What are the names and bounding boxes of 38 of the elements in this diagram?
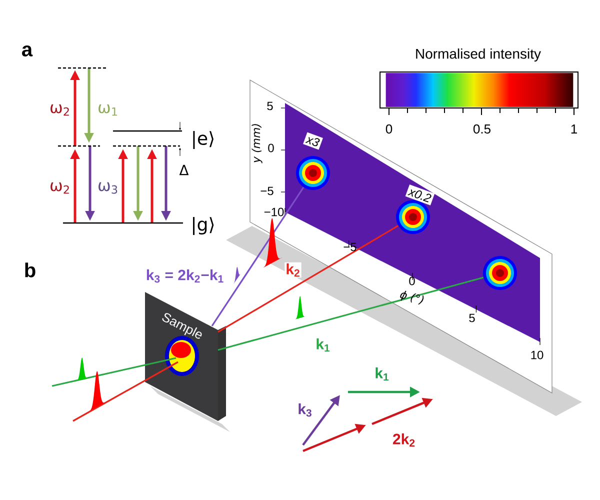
colorbar-title: Normalised intensity <box>416 48 541 62</box>
light-beam <box>218 276 484 351</box>
frequency-label: ω$_{3}$ <box>98 182 118 194</box>
tick-label: −5 <box>260 186 274 196</box>
light-beam <box>52 357 176 387</box>
panel-letter: a <box>22 46 33 56</box>
tick-label: 1 <box>571 124 577 134</box>
tick-label: −5 <box>344 242 356 252</box>
tick-label: 5 <box>469 314 475 322</box>
axis-label: y (mm) <box>252 124 262 164</box>
light-beam <box>211 186 304 326</box>
panel-letter: b <box>25 262 36 278</box>
frequency-label: ω$_{1}$ <box>98 104 117 116</box>
axis-label: ϕ (°) <box>400 290 424 304</box>
signal-spot <box>483 256 517 290</box>
state-label: |g⟩ <box>193 217 214 235</box>
detuning-label: Δ <box>179 164 189 176</box>
tick-label: 10 <box>531 350 544 360</box>
beam-label: k$_{3}$ = 2k$_{2}$−k$_{1}$ <box>146 269 224 283</box>
scale-label: x0.2 <box>405 184 435 206</box>
tick-label: 0.5 <box>473 124 490 134</box>
state-label: |e⟩ <box>193 131 214 149</box>
signal-spot <box>296 156 330 190</box>
beam-label: k$_{2}$ <box>286 263 300 277</box>
frequency-label: ω$_{2}$ <box>50 182 69 194</box>
beam-label: k$_{1}$ <box>316 338 330 352</box>
frequency-label: ω$_{2}$ <box>50 104 69 116</box>
vector-label: k$_{3}$ <box>298 403 312 417</box>
vector-label: 2k$_{2}$ <box>393 433 415 447</box>
light-beam <box>218 225 399 333</box>
scale-label: x3 <box>303 132 323 150</box>
tick-label: −10 <box>264 208 284 216</box>
vector-label: k$_{1}$ <box>376 367 389 381</box>
tick-label: 5 <box>267 102 273 110</box>
tick-label: 0 <box>409 276 415 286</box>
tick-label: 0 <box>386 124 392 134</box>
tick-label: 0 <box>268 144 274 152</box>
light-beam <box>72 361 178 422</box>
